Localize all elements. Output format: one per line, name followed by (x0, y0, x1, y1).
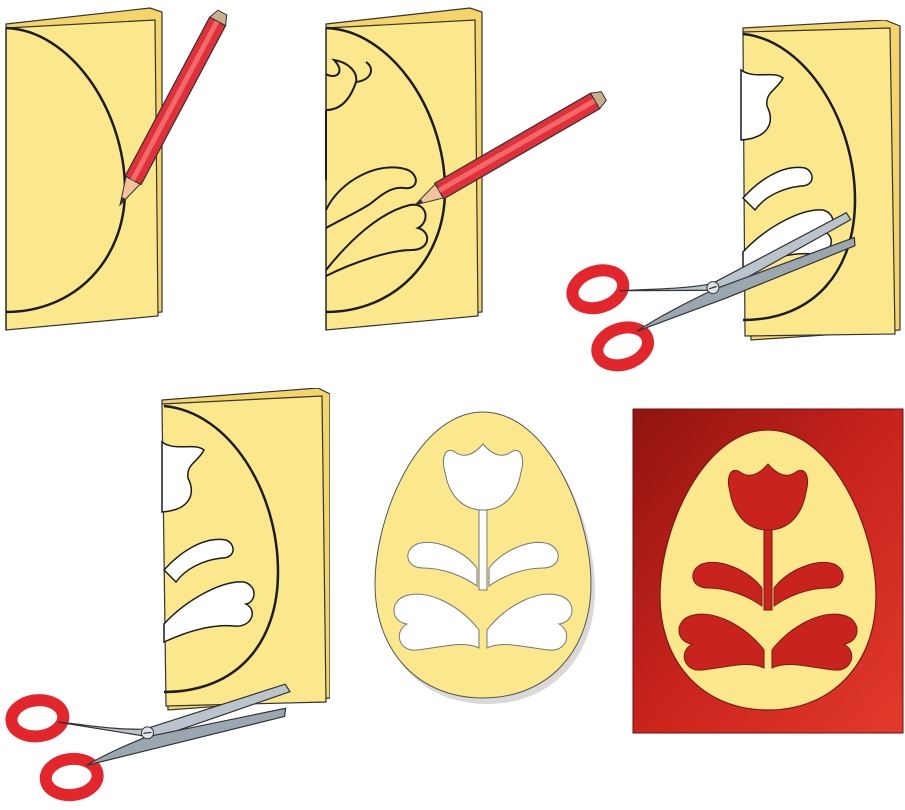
step-1-draw-egg-outline (0, 0, 260, 340)
step-3-cut-inner-pattern (555, 20, 905, 405)
step-5-unfolded-egg-stencil (365, 410, 605, 710)
step-4-cut-egg-shape (0, 388, 330, 810)
step-6-finished-card (632, 408, 904, 734)
